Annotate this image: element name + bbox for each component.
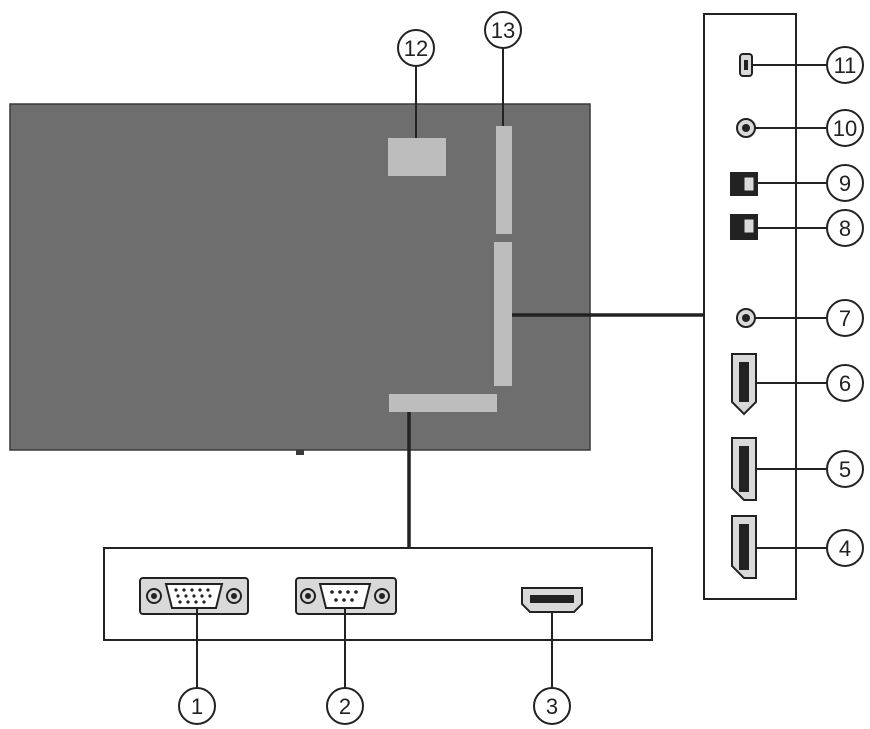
svg-text:7: 7 xyxy=(839,306,851,331)
audio-jack-icon xyxy=(736,118,756,138)
micro-usb-port-icon xyxy=(739,53,753,77)
connector-area-bottom xyxy=(389,394,497,412)
svg-text:11: 11 xyxy=(834,53,857,78)
svg-text:6: 6 xyxy=(839,371,851,396)
callout-10: 10 xyxy=(826,109,864,147)
displayport-icon xyxy=(731,515,757,579)
callout-8: 8 xyxy=(826,209,864,247)
svg-text:12: 12 xyxy=(404,36,428,61)
callout-1: 1 xyxy=(178,687,216,725)
callout-2: 2 xyxy=(326,687,364,725)
svg-text:2: 2 xyxy=(339,694,351,719)
vga-pins xyxy=(174,588,212,604)
svg-text:10: 10 xyxy=(833,116,857,141)
svg-text:5: 5 xyxy=(839,457,851,482)
audio-jack-icon xyxy=(736,308,756,328)
hdmi-port-icon xyxy=(521,587,583,613)
connector-area-13 xyxy=(496,126,512,234)
callout-3: 3 xyxy=(533,687,571,725)
connector-area-side xyxy=(494,242,512,386)
callout-13: 13 xyxy=(484,11,522,49)
callout-12: 12 xyxy=(397,29,435,67)
svg-text:3: 3 xyxy=(546,694,558,719)
callout-11: 11 xyxy=(826,46,864,84)
vga-port-icon xyxy=(139,577,249,615)
displayport-icon xyxy=(731,437,757,501)
svg-text:8: 8 xyxy=(839,216,851,241)
tv-panel xyxy=(9,103,591,451)
callout-9: 9 xyxy=(826,164,864,202)
svg-text:9: 9 xyxy=(839,171,851,196)
callout-5: 5 xyxy=(826,450,864,488)
svg-text:13: 13 xyxy=(491,18,515,43)
side-connector-panel xyxy=(703,13,797,600)
serial-port-icon xyxy=(295,577,397,615)
svg-text:1: 1 xyxy=(191,694,203,719)
callout-6: 6 xyxy=(826,364,864,402)
callout-7: 7 xyxy=(826,299,864,337)
usb-port-icon xyxy=(730,214,758,240)
hdmi-port-icon xyxy=(731,353,757,416)
svg-text:4: 4 xyxy=(839,536,851,561)
serial-pins xyxy=(330,590,358,602)
usb-port-icon xyxy=(730,172,758,196)
tv-stand-mark xyxy=(296,450,304,455)
callout-4: 4 xyxy=(826,529,864,567)
connector-area-12 xyxy=(388,138,446,176)
